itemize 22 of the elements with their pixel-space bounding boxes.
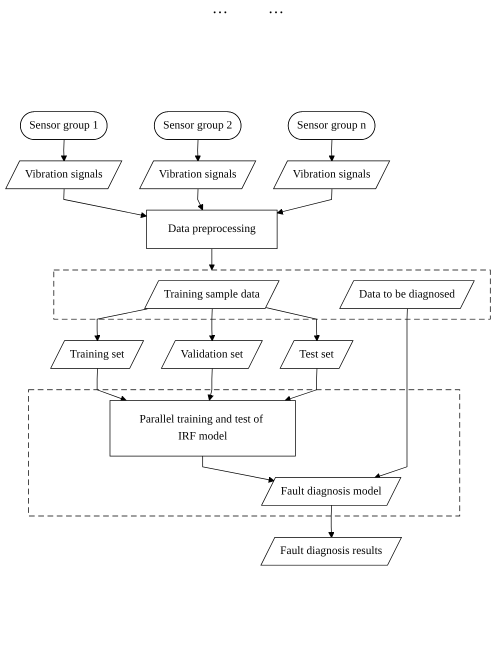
arrow	[328, 504, 334, 538]
arrow	[202, 455, 275, 482]
arrow	[276, 188, 332, 214]
node-box: Parallel training and test of IRF model	[110, 400, 296, 456]
arrow	[266, 306, 320, 341]
arrow	[328, 139, 335, 162]
arrow	[208, 308, 216, 341]
cluster	[53, 269, 491, 320]
arrow	[96, 368, 127, 402]
node-box: Data preprocessing	[146, 209, 278, 249]
arrow	[94, 308, 148, 341]
arrow	[284, 368, 318, 402]
arrow	[63, 188, 147, 218]
arrow	[194, 139, 201, 162]
arrow	[60, 139, 68, 162]
arrow	[197, 188, 204, 210]
cluster	[28, 388, 460, 516]
ellipsis-text: …	[268, 0, 284, 19]
ellipsis-text: …	[212, 0, 228, 19]
arrow	[208, 368, 214, 400]
arrow	[374, 308, 408, 479]
arrow	[208, 248, 215, 270]
